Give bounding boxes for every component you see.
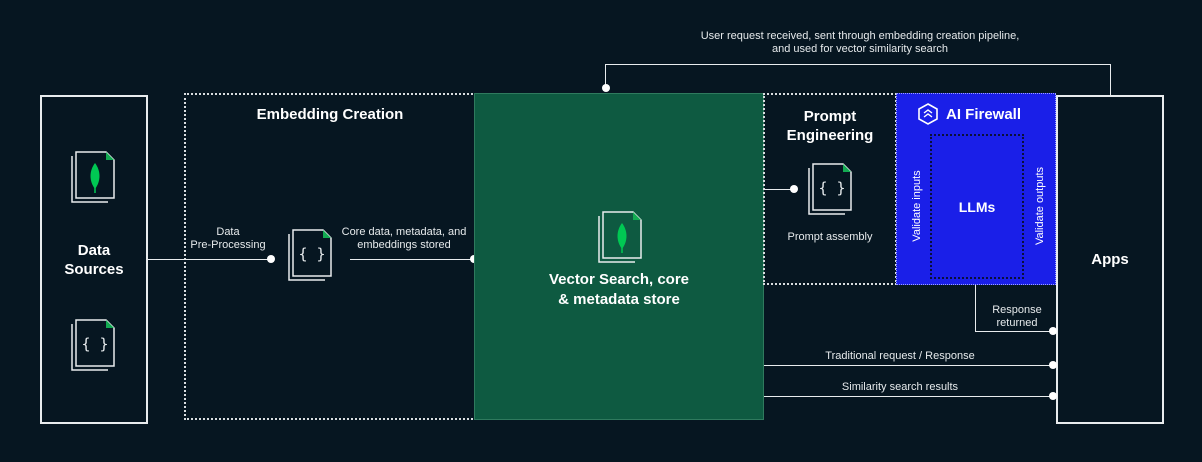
traditional-label: Traditional request / Response bbox=[825, 350, 975, 362]
similarity-label: Similarity search results bbox=[841, 381, 959, 393]
loop-line-top bbox=[605, 64, 1110, 65]
loop-line-left bbox=[605, 64, 606, 88]
prompt-dot bbox=[790, 185, 798, 193]
stored-label: Core data, metadata, and embeddings stor… bbox=[336, 226, 472, 252]
leaf-document-icon bbox=[71, 151, 115, 203]
loop-dot bbox=[602, 84, 610, 92]
data-sources-box bbox=[40, 95, 148, 424]
top-annotation-line1: User request received, sent through embe… bbox=[700, 30, 1020, 42]
apps-box bbox=[1056, 95, 1164, 424]
sources-to-preprocessing-line bbox=[148, 259, 272, 260]
traditional-dot bbox=[1049, 361, 1057, 369]
response-label-line1: Response bbox=[992, 304, 1042, 316]
prompt-engineering-title-line2: Engineering bbox=[786, 127, 874, 144]
data-sources-title: Data Sources bbox=[40, 241, 148, 279]
embedding-to-store-line bbox=[350, 259, 474, 260]
code-document-icon: { } bbox=[288, 229, 332, 281]
code-document-icon: { } bbox=[808, 163, 852, 215]
llms-title: LLMs bbox=[958, 199, 996, 215]
apps-title: Apps bbox=[1091, 251, 1129, 268]
llms-box bbox=[930, 134, 1024, 279]
leaf-document-icon bbox=[598, 211, 642, 263]
response-label: Response returned bbox=[982, 304, 1052, 330]
preprocessing-dot bbox=[267, 255, 275, 263]
ai-firewall-box bbox=[896, 93, 1056, 285]
traditional-line bbox=[764, 365, 1053, 366]
vector-store-title-line1: Vector Search, core bbox=[548, 271, 690, 288]
top-annotation-line2: and used for vector similarity search bbox=[771, 43, 949, 55]
prompt-assembly-label: Prompt assembly bbox=[787, 231, 873, 243]
stored-label-line1: Core data, metadata, and bbox=[341, 226, 467, 238]
loop-line-right bbox=[1110, 64, 1111, 96]
shield-icon bbox=[918, 103, 938, 125]
top-annotation: User request received, sent through embe… bbox=[660, 30, 1060, 56]
preprocessing-label-line2: Pre-Processing bbox=[190, 239, 266, 251]
store-to-prompt-line bbox=[764, 189, 794, 190]
code-document-icon: { } bbox=[71, 319, 115, 371]
validate-inputs-label: Validate inputs bbox=[911, 170, 923, 242]
data-sources-title-line2: Sources bbox=[64, 261, 124, 278]
response-dot bbox=[1049, 327, 1057, 335]
response-line-vertical bbox=[975, 285, 976, 331]
prompt-engineering-title-line1: Prompt bbox=[803, 108, 857, 125]
response-line-horizontal bbox=[975, 331, 1053, 332]
embedding-creation-title: Embedding Creation bbox=[256, 106, 404, 123]
svg-text:{ }: { } bbox=[81, 335, 108, 353]
svg-text:{ }: { } bbox=[818, 179, 845, 197]
preprocessing-label: Data Pre-Processing bbox=[180, 226, 276, 252]
stored-label-line2: embeddings stored bbox=[357, 239, 451, 251]
response-label-line2: returned bbox=[996, 317, 1038, 329]
prompt-engineering-title: Prompt Engineering bbox=[763, 107, 897, 145]
similarity-line bbox=[764, 396, 1053, 397]
vector-store-title: Vector Search, core & metadata store bbox=[474, 270, 764, 310]
validate-outputs-label: Validate outputs bbox=[1034, 166, 1046, 246]
preprocessing-label-line1: Data bbox=[216, 226, 240, 238]
vector-store-title-line2: & metadata store bbox=[558, 291, 680, 308]
data-sources-title-line1: Data bbox=[77, 242, 111, 259]
ai-firewall-title: AI Firewall bbox=[946, 106, 1022, 123]
similarity-dot bbox=[1049, 392, 1057, 400]
svg-text:{ }: { } bbox=[298, 245, 325, 263]
